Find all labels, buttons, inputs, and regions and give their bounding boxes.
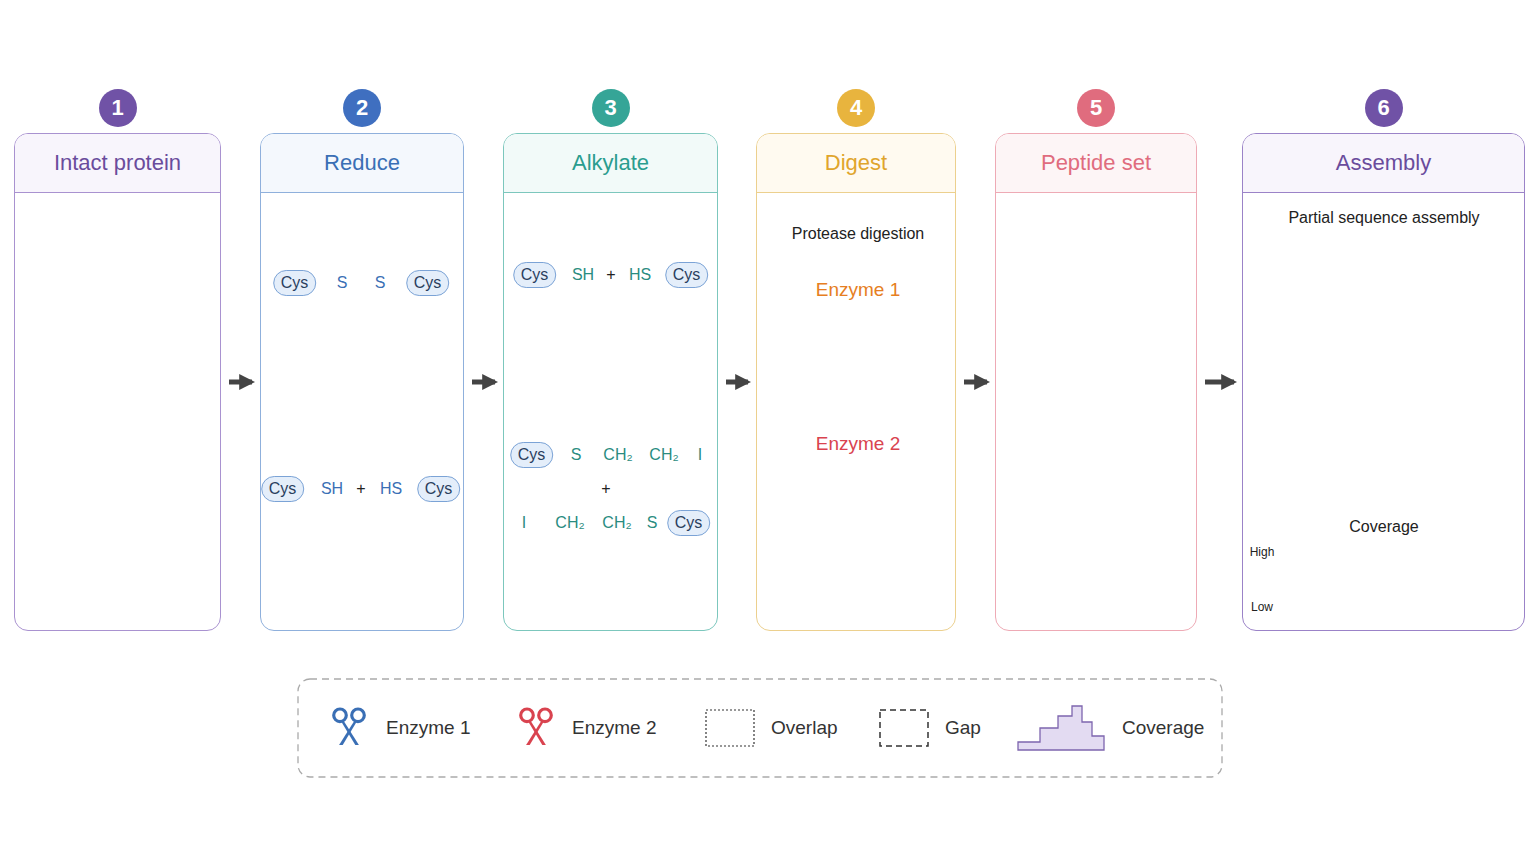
- plus: +: [356, 480, 365, 498]
- flow-arrow: [726, 380, 748, 385]
- atom: I: [698, 446, 702, 464]
- axis-label: High: [1250, 545, 1275, 559]
- legend-box: [298, 679, 1222, 777]
- cysteine-pill: Cys: [510, 442, 554, 468]
- step-panel: 5Peptide set: [995, 133, 1197, 631]
- step-panel: 3AlkylateCysCysCysCys: [503, 133, 718, 631]
- cysteine-pill: Cys: [667, 510, 711, 536]
- legend-label: Overlap: [771, 717, 838, 739]
- residue-label: Cys: [414, 274, 442, 291]
- thiol: SH: [321, 480, 343, 498]
- legend-scissors: [521, 709, 552, 745]
- panel-header: Alkylate: [504, 134, 717, 193]
- residue-label: Cys: [281, 274, 309, 291]
- step-number: 1: [99, 89, 137, 127]
- flow-arrow: [229, 380, 252, 385]
- cysteine-pill: Cys: [513, 262, 557, 288]
- panel-header: Assembly: [1243, 134, 1524, 193]
- chart-title: Coverage: [1349, 518, 1418, 536]
- flow-arrow: [472, 380, 495, 385]
- residue-label: Cys: [675, 514, 703, 531]
- plus: +: [601, 480, 610, 498]
- thiol: HS: [380, 480, 402, 498]
- step-panel: 6Assembly: [1242, 133, 1525, 631]
- thiol: HS: [629, 266, 651, 284]
- panel-title: Reduce: [324, 150, 400, 176]
- step-number: 2: [343, 89, 381, 127]
- group: CH₂: [603, 446, 632, 464]
- legend-label: Coverage: [1122, 717, 1204, 739]
- legend-label: Gap: [945, 717, 981, 739]
- group: CH₂: [649, 446, 678, 464]
- legend-coverage: [1018, 706, 1104, 750]
- cysteine-pill: Cys: [273, 270, 317, 296]
- atom: S: [375, 274, 386, 292]
- step-panel: 2ReduceCysCysCysCys: [260, 133, 464, 631]
- group: CH₂: [555, 514, 584, 532]
- flow-arrow: [1205, 380, 1234, 385]
- panel-header: Intact protein: [15, 134, 220, 193]
- enzyme-label: Enzyme 2: [816, 433, 900, 455]
- legend-label: Enzyme 2: [572, 717, 656, 739]
- legend-gap: [880, 710, 928, 746]
- panel-subtitle: Protease digestion: [792, 225, 925, 243]
- residue-label: Cys: [269, 480, 297, 497]
- atom: I: [522, 514, 526, 532]
- atom: S: [647, 514, 658, 532]
- step-number: 4: [837, 89, 875, 127]
- panel-title: Intact protein: [54, 150, 181, 176]
- atom: S: [337, 274, 348, 292]
- cysteine-pill: Cys: [417, 476, 461, 502]
- residue-label: Cys: [518, 446, 546, 463]
- cysteine-pill: Cys: [406, 270, 450, 296]
- step-panel: 4Digest: [756, 133, 956, 631]
- panel-title: Alkylate: [572, 150, 649, 176]
- cysteine-pill: Cys: [665, 262, 709, 288]
- enzyme-label: Enzyme 1: [816, 279, 900, 301]
- legend-label: Enzyme 1: [386, 717, 470, 739]
- panel-subtitle: Partial sequence assembly: [1288, 209, 1479, 227]
- legend-scissors: [334, 709, 365, 745]
- residue-label: Cys: [521, 266, 549, 283]
- plus: +: [606, 266, 615, 284]
- thiol: SH: [572, 266, 594, 284]
- atom: S: [571, 446, 582, 464]
- legend-overlap: [706, 710, 754, 746]
- panel-title: Peptide set: [1041, 150, 1151, 176]
- panel-title: Digest: [825, 150, 887, 176]
- cysteine-pill: Cys: [261, 476, 305, 502]
- panel-header: Reduce: [261, 134, 463, 193]
- panel-title: Assembly: [1336, 150, 1431, 176]
- residue-label: Cys: [673, 266, 701, 283]
- flow-arrow: [964, 380, 987, 385]
- step-panel: 1Intact protein: [14, 133, 221, 631]
- panel-header: Peptide set: [996, 134, 1196, 193]
- axis-label: Low: [1251, 600, 1273, 614]
- group: CH₂: [602, 514, 631, 532]
- step-number: 6: [1365, 89, 1403, 127]
- panel-header: Digest: [757, 134, 955, 193]
- step-number: 3: [592, 89, 630, 127]
- residue-label: Cys: [425, 480, 453, 497]
- step-number: 5: [1077, 89, 1115, 127]
